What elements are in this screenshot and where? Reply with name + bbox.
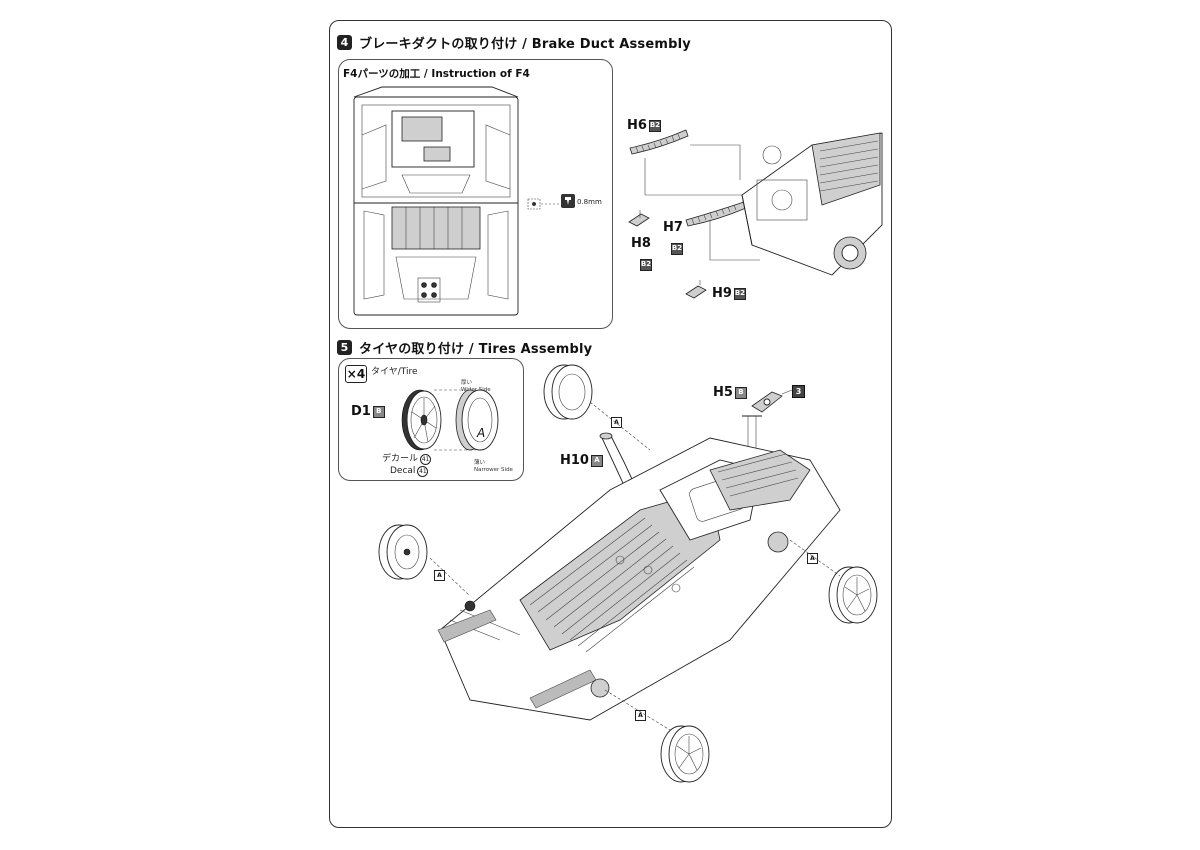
tire-mark: A [477,426,486,440]
tire-label: タイヤ/Tire [371,367,418,377]
wider-side-jp: 厚い [461,380,473,386]
brake-duct-h6 [629,129,689,155]
drill-size-label: 0.8mm [577,198,602,206]
sprue-badge: B2 [648,119,661,132]
instruction-sheet-frame [329,20,892,828]
drill-icon [561,194,575,208]
adhesive-mark-rl: A [611,417,622,428]
chassis-underside-drawing [437,437,841,721]
adhesive-mark-rr: A [807,553,818,564]
tire-front-right [660,725,710,783]
narrower-side-en: Narrower Side [474,467,513,473]
sprue-badge: B [372,405,385,418]
f4-chassis-plan-drawing [353,86,519,316]
part-label-h7: H7 [663,220,683,235]
sprue-badge-h7: B2 [671,235,683,255]
step4-leader-lines [639,144,760,285]
step-5-number: 5 [337,340,352,355]
sprue-badge: B [734,386,747,399]
sprue-badge: B2 [733,287,746,300]
part-h5-drawing [742,389,793,472]
step-4-heading: 4 ブレーキダクトの取り付け / Brake Duct Assembly [337,33,691,52]
tire-rear-right [828,566,878,624]
quantity-badge: ×4 [345,365,367,383]
step-4-number: 4 [337,35,352,50]
narrower-side-jp: 薄い [474,460,486,466]
callout-number-3: 3 [792,385,805,398]
tire-leader-lines [429,401,841,731]
drill-hole-callout [527,198,559,210]
bracket-h9 [685,285,707,299]
adhesive-mark-fr: A [635,710,646,721]
f4-instruction-inset [338,59,613,329]
step-4-title: ブレーキダクトの取り付け / Brake Duct Assembly [359,37,691,52]
part-label-h8: H8 [631,236,651,251]
sprue-badge-h8: B2 [640,251,652,271]
f4-inset-title: F4パーツの加工 / Instruction of F4 [343,68,530,80]
tire-rear-left [543,364,593,420]
wheel-and-tire-drawing [401,389,499,451]
step-5-title: タイヤの取り付け / Tires Assembly [359,342,593,357]
tire-inset [338,358,524,481]
chassis-rear-drawing [741,132,883,276]
adhesive-mark-fl: A [434,570,445,581]
tire-front-left [378,524,428,580]
bracket-h8 [628,213,650,227]
step-5-heading: 5 タイヤの取り付け / Tires Assembly [337,338,592,357]
sprue-badge: A [590,454,603,467]
